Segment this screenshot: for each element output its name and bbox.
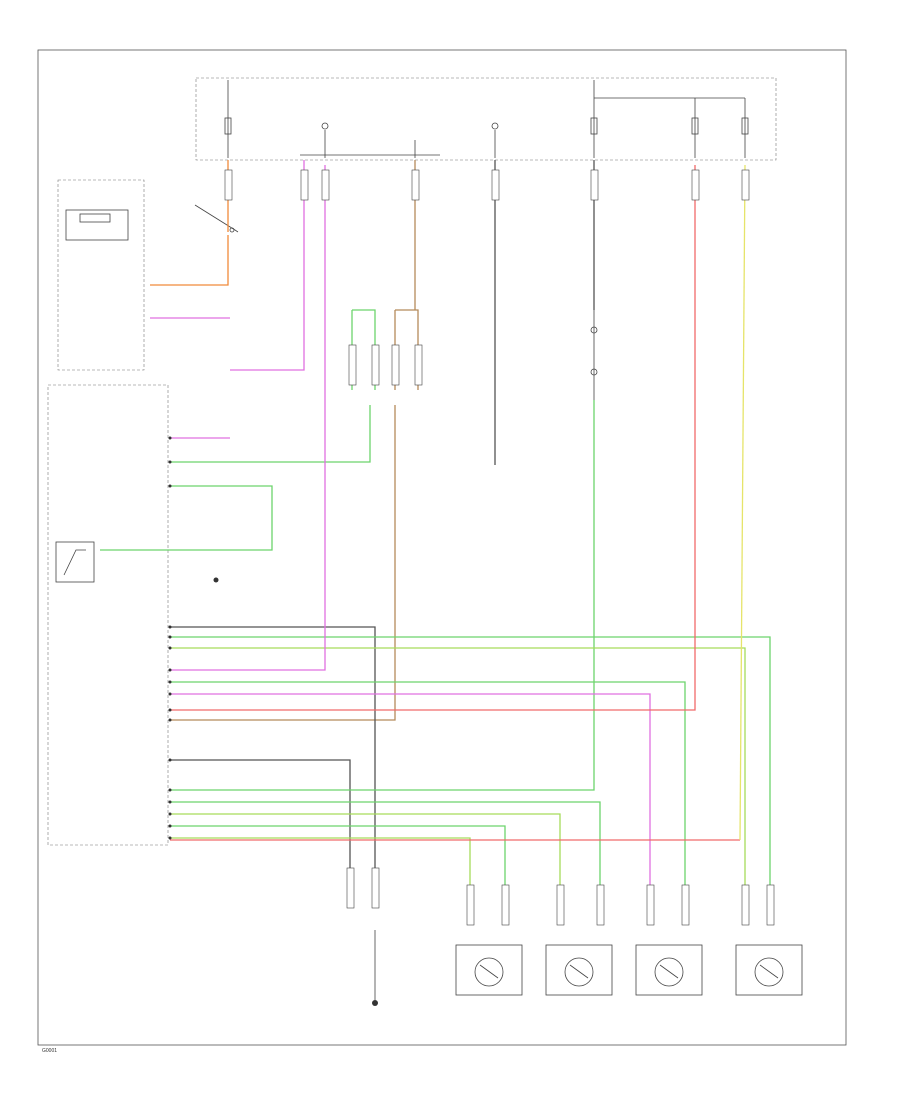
left-module-box <box>57 179 145 371</box>
connector-c14 <box>371 867 380 909</box>
connector-c5 <box>491 169 500 201</box>
relay-switch-arm <box>194 204 239 233</box>
wheel-sensor-group <box>455 944 803 996</box>
wire-rf-low <box>170 693 651 890</box>
connector-c1 <box>224 169 233 201</box>
fuse-1 <box>224 117 232 135</box>
wire-gray-1 <box>170 626 376 870</box>
connector-c13 <box>346 867 355 909</box>
ignition-contact <box>321 122 329 130</box>
connector-c17 <box>556 884 565 926</box>
wire-pink-ignition <box>230 160 305 371</box>
wire-red-feed <box>170 165 696 711</box>
sensor-rr <box>735 944 803 996</box>
relay-contact <box>229 227 235 233</box>
ground-point <box>372 1000 378 1006</box>
wire-gray-2 <box>170 759 351 870</box>
fuse-junction-box <box>195 77 777 161</box>
wire-lf-high <box>170 825 506 890</box>
traction-switch-block <box>55 541 95 583</box>
wire-yellow-feed <box>739 164 746 841</box>
wire-green-traction <box>100 485 273 551</box>
connector-c9 <box>348 344 357 386</box>
connector-c16 <box>501 884 510 926</box>
connector-c18 <box>596 884 605 926</box>
diagram-frame <box>37 49 847 1046</box>
sensor-lr <box>545 944 613 996</box>
wire-lr-low <box>170 813 561 890</box>
connector-c10 <box>371 344 380 386</box>
connector-c20 <box>681 884 690 926</box>
wire-orange-relay <box>150 235 229 286</box>
connector-c15 <box>466 884 475 926</box>
wire-group <box>100 160 771 890</box>
connector-c6 <box>590 169 599 201</box>
wire-rf-high <box>170 681 686 890</box>
connector-c4 <box>411 169 420 201</box>
fuse-3 <box>691 117 699 135</box>
sensor-rf <box>635 944 703 996</box>
wire-pink-ign-2 <box>170 165 326 671</box>
sensor-lf <box>455 944 523 996</box>
brake-switch-contact <box>491 122 499 130</box>
brake-lamp-switch-top <box>590 326 598 334</box>
diagram-footer-code: G0001 <box>42 1048 57 1054</box>
connector-c2 <box>300 169 309 201</box>
connector-c7 <box>691 169 700 201</box>
connector-c19 <box>646 884 655 926</box>
module-pin-markers <box>168 436 172 840</box>
brake-lamp-switch-bottom <box>590 368 598 376</box>
wire-rr-high <box>170 636 771 890</box>
traction-switch-arm <box>63 549 86 576</box>
wire-green-brake-lamp <box>170 400 595 791</box>
connector-c22 <box>766 884 775 926</box>
splice-point-1 <box>213 577 219 583</box>
wire-rr-low <box>170 647 746 890</box>
wire-lr-high <box>170 801 601 890</box>
ebcm-relay-block <box>65 209 129 241</box>
wire-lf-low <box>170 837 471 890</box>
connector-c8 <box>741 169 750 201</box>
connector-c21 <box>741 884 750 926</box>
fuse-4 <box>741 117 749 135</box>
connector-c11 <box>391 344 400 386</box>
relay-coil <box>79 213 111 223</box>
fuse-2 <box>590 117 598 135</box>
control-module-box <box>47 384 169 846</box>
connector-c3 <box>321 169 330 201</box>
wire-green-module-1 <box>170 405 371 463</box>
wire-tan-down <box>170 405 396 721</box>
connector-c12 <box>414 344 423 386</box>
connector-group <box>224 169 775 926</box>
